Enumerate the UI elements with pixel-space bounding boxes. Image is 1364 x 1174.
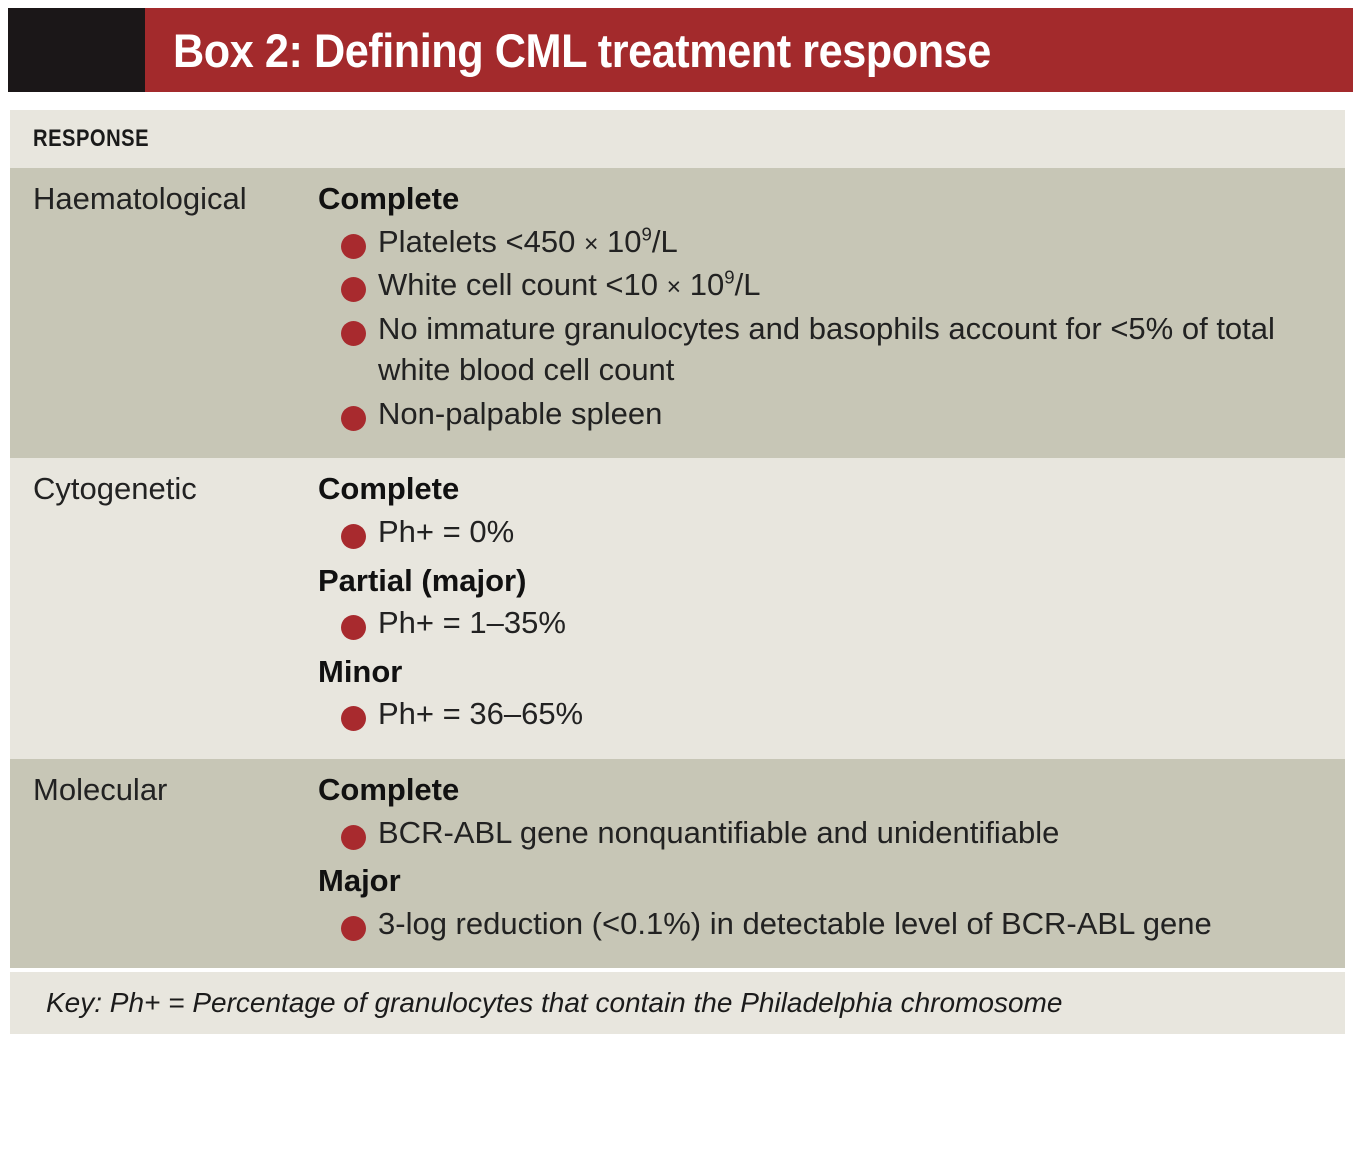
group-title: Major [318,863,401,899]
box-header: Box 2: Defining CML treatment response [8,8,1353,92]
multiplication-sign: × [583,230,599,258]
list-item: Ph+ = 1–35% [318,602,1325,644]
page-title: Box 2: Defining CML treatment response [173,23,991,77]
group-title: Minor [318,653,403,689]
list-item: White cell count <10 × 109/L [318,264,1325,306]
multiplication-sign: × [666,274,682,302]
header-red-banner: Box 2: Defining CML treatment response [145,8,1353,92]
list-item: No immature granulocytes and basophils a… [318,308,1325,391]
table-row: Cytogenetic Complete Ph+ = 0% Partial (m… [10,458,1345,759]
list-item: 3-log reduction (<0.1%) in detectable le… [318,903,1325,945]
category-label: Cytogenetic [33,471,197,507]
header-black-block [8,8,145,92]
list-item: Platelets <450 × 109/L [318,221,1325,263]
group-title: Complete [318,471,460,507]
group-title: Complete [318,771,460,807]
table-key-row: Key: Ph+ = Percentage of granulocytes th… [10,972,1345,1035]
bullet-text-mid: 10 [681,267,725,303]
table-column-header: RESPONSE [10,110,1345,168]
bullet-text-post: /L [734,267,761,303]
row-category-cell: Molecular [10,770,318,810]
list-item: BCR-ABL gene nonquantifiable and unident… [318,812,1325,854]
bullet-list: Platelets <450 × 109/L White cell count … [318,221,1325,435]
category-label: Molecular [33,771,168,807]
table-row: Haematological Complete Platelets <450 ×… [10,168,1345,459]
row-detail-cell: Complete Platelets <450 × 109/L White ce… [318,179,1345,442]
superscript-exponent: 9 [724,266,735,288]
response-table: RESPONSE Haematological Complete Platele… [10,110,1345,1035]
key-note: Key: Ph+ = Percentage of granulocytes th… [46,987,1063,1019]
list-item: Ph+ = 36–65% [318,693,1325,735]
row-category-cell: Haematological [10,179,318,219]
category-label: Haematological [33,181,247,216]
bullet-list: Ph+ = 36–65% [318,693,1325,735]
row-category-cell: Cytogenetic [10,469,318,509]
row-detail-cell: Complete Ph+ = 0% Partial (major) Ph+ = … [318,469,1345,743]
bullet-list: BCR-ABL gene nonquantifiable and unident… [318,812,1325,854]
group-title: Partial (major) [318,562,527,598]
superscript-exponent: 9 [641,223,652,245]
row-divider [10,968,1345,973]
list-item: Non-palpable spleen [318,393,1325,435]
bullet-text-pre: White cell count <10 [378,267,667,303]
group-title: Complete [318,181,460,216]
row-detail-cell: Complete BCR-ABL gene nonquantifiable an… [318,770,1345,952]
bullet-text-post: /L [651,223,678,259]
bullet-text-mid: 10 [598,223,642,259]
table-row: Molecular Complete BCR-ABL gene nonquant… [10,758,1345,969]
list-item: Ph+ = 0% [318,511,1325,553]
bullet-list: 3-log reduction (<0.1%) in detectable le… [318,903,1325,945]
bullet-list: Ph+ = 0% [318,511,1325,553]
bullet-list: Ph+ = 1–35% [318,602,1325,644]
bullet-text-pre: Platelets <450 [378,223,584,259]
column-header-response: RESPONSE [33,125,150,152]
